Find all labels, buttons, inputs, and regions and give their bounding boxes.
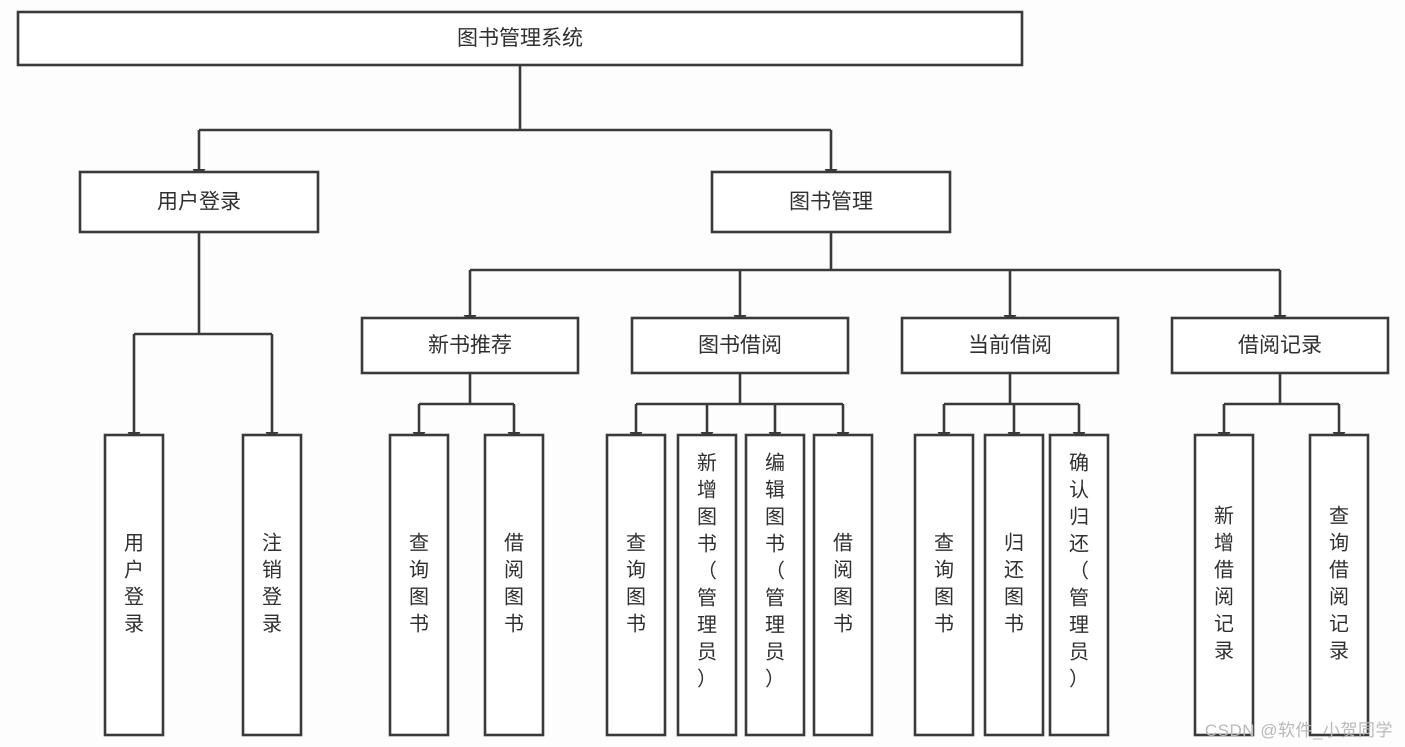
node-label: 确认归还（管理员）	[1069, 452, 1089, 691]
node-boxes: 图书管理系统用户登录图书管理新书推荐图书借阅当前借阅借阅记录用户登录注销登录查询…	[16, 10, 1390, 737]
node-box	[900, 316, 1120, 375]
node-label: 图书管理	[789, 191, 873, 214]
node-box	[360, 316, 580, 375]
node-leaf-查询图书-8[interactable]: 查询图书	[913, 433, 975, 737]
connector-lines	[127, 65, 1346, 443]
node-box	[483, 433, 545, 737]
node-leaf-借阅图书-3[interactable]: 借阅图书	[483, 433, 545, 737]
node-box	[744, 433, 806, 737]
node-box	[1048, 433, 1110, 737]
node-leaf-查询图书-4[interactable]: 查询图书	[605, 433, 667, 737]
node-root-图书管理系统-0[interactable]: 图书管理系统	[16, 10, 1024, 67]
node-label: 借阅图书	[833, 532, 853, 636]
node-box	[605, 433, 667, 737]
node-box	[913, 433, 975, 737]
node-box	[16, 10, 1024, 67]
node-label: 查询借阅记录	[1329, 505, 1349, 663]
node-box	[983, 433, 1045, 737]
node-label: 新书推荐	[428, 334, 512, 357]
node-box	[1170, 316, 1390, 375]
node-box	[78, 170, 320, 234]
node-level3-新书推荐-0[interactable]: 新书推荐	[360, 316, 580, 375]
node-label: 图书管理系统	[457, 27, 583, 50]
node-label: 归还图书	[1004, 532, 1024, 636]
node-label: 用户登录	[124, 533, 144, 636]
node-leaf-确认归还管理员-10[interactable]: 确认归还（管理员）	[1048, 433, 1110, 737]
node-box	[103, 433, 165, 737]
node-label: 新增图书（管理员）	[697, 452, 717, 691]
node-label: 当前借阅	[968, 334, 1052, 357]
node-label: 借阅记录	[1238, 334, 1322, 357]
node-box	[630, 316, 850, 375]
node-label: 查询图书	[626, 532, 646, 636]
node-box	[676, 433, 738, 737]
node-leaf-注销登录-1[interactable]: 注销登录	[241, 433, 303, 737]
node-level2-用户登录-0[interactable]: 用户登录	[78, 170, 320, 234]
node-leaf-归还图书-9[interactable]: 归还图书	[983, 433, 1045, 737]
node-label: 用户登录	[157, 191, 241, 214]
node-label: 借阅图书	[504, 532, 524, 636]
node-leaf-用户登录-0[interactable]: 用户登录	[103, 433, 165, 737]
node-label: 新增借阅记录	[1214, 505, 1234, 663]
node-level3-图书借阅-1[interactable]: 图书借阅	[630, 316, 850, 375]
node-box	[710, 170, 952, 234]
node-box	[812, 433, 874, 737]
node-label: 图书借阅	[698, 334, 782, 357]
node-leaf-查询图书-2[interactable]: 查询图书	[388, 433, 450, 737]
node-label: 注销登录	[262, 532, 282, 636]
node-level3-当前借阅-2[interactable]: 当前借阅	[900, 316, 1120, 375]
node-leaf-新增借阅记录-11[interactable]: 新增借阅记录	[1193, 433, 1255, 737]
node-leaf-编辑图书管理员-6[interactable]: 编辑图书（管理员）	[744, 433, 806, 737]
node-leaf-借阅图书-7[interactable]: 借阅图书	[812, 433, 874, 737]
node-level3-借阅记录-3[interactable]: 借阅记录	[1170, 316, 1390, 375]
node-label: 编辑图书（管理员）	[765, 452, 785, 691]
node-label: 查询图书	[409, 532, 429, 636]
node-level2-图书管理-1[interactable]: 图书管理	[710, 170, 952, 234]
node-leaf-查询借阅记录-12[interactable]: 查询借阅记录	[1308, 433, 1370, 737]
node-box	[241, 433, 303, 737]
node-box	[1193, 433, 1255, 737]
node-label: 查询图书	[934, 532, 954, 636]
node-box	[388, 433, 450, 737]
node-leaf-新增图书管理员-5[interactable]: 新增图书（管理员）	[676, 433, 738, 737]
node-box	[1308, 433, 1370, 737]
